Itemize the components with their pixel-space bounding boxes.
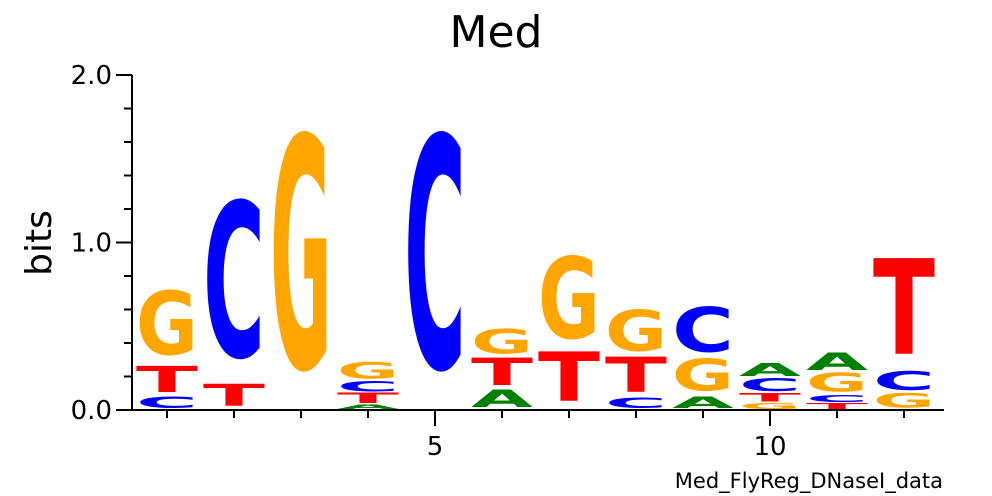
- y-tick-label: 2.0: [71, 61, 112, 91]
- x-tick-label: 5: [427, 432, 444, 462]
- logo-letter-g: G: [337, 359, 399, 385]
- logo-letter-c: C: [136, 393, 198, 411]
- logo-letter-g: G: [873, 389, 935, 412]
- logo-letter-c: C: [806, 393, 868, 405]
- logo-letter-t: T: [136, 359, 198, 400]
- y-tick-label: 0.0: [71, 396, 112, 426]
- logo-letter-g: G: [471, 322, 533, 361]
- logo-letter-a: A: [471, 385, 533, 413]
- chart-title: Med: [450, 7, 543, 58]
- logo-letter-g: G: [672, 350, 734, 401]
- logo-letter-g: G: [270, 71, 332, 443]
- logo-letter-t: T: [806, 402, 868, 411]
- logo-letter-t: T: [471, 350, 534, 394]
- logo-letter-g: G: [136, 274, 198, 376]
- logo-letter-c: C: [404, 72, 466, 442]
- logo-letter-t: T: [203, 378, 265, 413]
- logo-letter-g: G: [605, 299, 667, 364]
- logo-letter-g: G: [739, 402, 801, 411]
- logo-letter-g: G: [538, 236, 600, 365]
- logo-letter-c: C: [203, 160, 265, 407]
- logo-letter-a: A: [672, 393, 734, 412]
- logo-letter-t: T: [605, 348, 668, 403]
- logo-letter-c: C: [672, 295, 734, 367]
- x-tick-label: 10: [753, 432, 786, 462]
- logo-letter-g: G: [806, 368, 868, 398]
- logo-letter-t: T: [739, 391, 801, 405]
- logo-letter-a: A: [806, 348, 868, 376]
- logo-letter-a: A: [739, 359, 801, 380]
- logo-letter-c: C: [873, 366, 935, 396]
- logo-letter-t: T: [538, 338, 600, 416]
- logo-letter-a: A: [337, 404, 399, 411]
- logo-letter-c: C: [605, 395, 667, 411]
- y-tick-label: 1.0: [71, 229, 112, 259]
- axes: 0.0 1.0 2.0 5 10: [71, 61, 944, 462]
- logo-letter-t: T: [873, 232, 935, 385]
- logo-letter-c: C: [337, 379, 399, 395]
- logo-letter-c: C: [739, 374, 801, 395]
- chart-caption: Med_FlyReg_DNaseI_data: [675, 469, 943, 494]
- logo-letter-t: T: [337, 390, 399, 406]
- y-axis-label: bits: [19, 210, 60, 276]
